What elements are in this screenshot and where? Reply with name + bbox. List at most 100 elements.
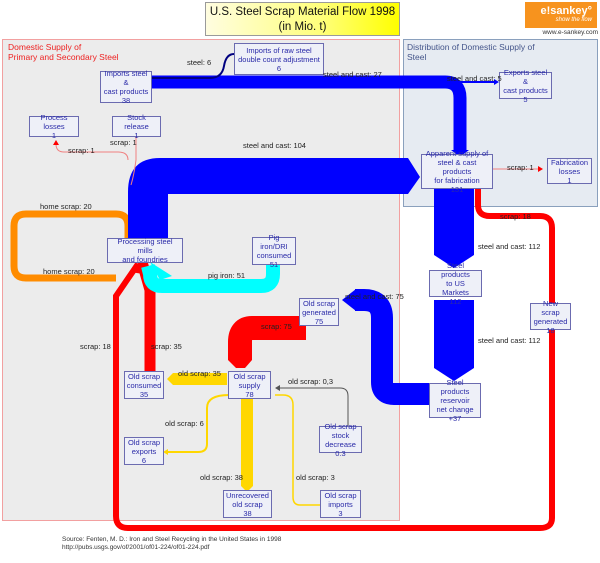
flow-label-home-scrap-bottom: home scrap: 20	[43, 267, 95, 276]
node-apparent-supply[interactable]: Apparent supply of steel & cast products…	[421, 149, 493, 194]
esankey-logo: e!sankey° show the flow	[525, 2, 597, 28]
flow-scrap-1-arrow	[53, 140, 59, 145]
flow-label-scrap-1-stock: scrap: 1	[110, 138, 137, 147]
node-label: Apparent supply of steel & cast products…	[425, 149, 489, 185]
flow-scrap-75-arrow	[228, 360, 252, 368]
node-label: Old scrap generated	[302, 298, 336, 317]
flow-old-scrap-0-3	[279, 387, 349, 426]
logo-brand: e!sankey°	[540, 5, 593, 17]
node-value: +37	[448, 414, 462, 423]
flow-steel-cast-112-a	[434, 188, 474, 268]
node-label: Exports steel & cast products	[503, 67, 548, 95]
flow-new-scrap-loop	[113, 175, 555, 531]
source-text: Source: Fenten, M. D.: Iron and Steel Re…	[62, 536, 282, 543]
node-value: 1	[51, 131, 57, 140]
node-label: Steel products to US Markets	[441, 261, 470, 297]
node-old-scrap-stock[interactable]: Old scrap stock decrease 0.3	[319, 422, 362, 458]
node-reservoir[interactable]: Steel products reservoir net change +37	[429, 378, 481, 423]
logo-url: www.e-sankey.com	[542, 29, 598, 36]
flow-steel-cast-27	[150, 75, 467, 150]
flow-label-scrap-18: scrap: 18	[80, 342, 111, 351]
node-label: Old scrap consumed	[126, 371, 162, 390]
node-old-scrap-supply[interactable]: Old scrap supply 78	[228, 371, 271, 399]
node-value: 5	[523, 94, 528, 104]
flow-old-scrap-0-3-arrow	[275, 385, 280, 391]
flow-scrap-to-process-losses	[55, 143, 129, 161]
node-label: Processing steel mills and foundries	[117, 237, 173, 264]
flow-label-old-scrap-35: old scrap: 35	[178, 369, 221, 378]
node-exports-steel[interactable]: Exports steel & cast products 5	[499, 68, 552, 104]
flow-label-scrap-35: scrap: 35	[151, 342, 182, 351]
node-new-scrap-generated[interactable]: New scrap generated 18	[530, 299, 571, 335]
node-label: New scrap generated	[533, 298, 568, 326]
node-steel-us-markets[interactable]: Steel products to US Markets 112	[429, 261, 482, 306]
node-old-scrap-imports[interactable]: Old scrap imports 3	[320, 490, 361, 518]
flow-label-old-scrap-38: old scrap: 38	[200, 473, 243, 482]
node-label: Imports of raw steel double count adjust…	[238, 45, 320, 64]
flow-label-scrap-75: scrap: 75	[261, 322, 292, 331]
node-label: Pig iron/DRI consumed	[256, 233, 292, 260]
node-value: 112	[449, 297, 462, 306]
node-imports-steel[interactable]: Imports steel & cast products 38	[100, 69, 152, 105]
flow-label-pig-iron: pig iron: 51	[208, 271, 246, 280]
flow-pig-iron-arrow	[150, 262, 172, 280]
node-value: 51	[269, 260, 279, 269]
logo-tagline: show the flow	[555, 17, 592, 23]
flow-label-steel-cast-5: steel and cast: 5	[447, 74, 502, 83]
flow-old-scrap-35	[167, 373, 227, 385]
node-fabrication-losses[interactable]: Fabrication losses 1	[547, 158, 592, 185]
diagram-title: U.S. Steel Scrap Material Flow 1998 (in …	[205, 2, 400, 36]
node-old-scrap-generated[interactable]: Old scrap generated 75	[299, 298, 339, 326]
flow-label-scrap-1-losses: scrap: 1	[68, 146, 95, 155]
node-imports-raw-steel[interactable]: Imports of raw steel double count adjust…	[234, 43, 324, 75]
flow-steel-arrowhead	[451, 150, 469, 157]
flow-scrap-75	[228, 316, 306, 360]
flow-steel-cast-75-arrow	[342, 289, 356, 311]
flow-label-steel-cast-75: steel and cast: 75	[345, 292, 404, 301]
node-value: 38	[121, 96, 131, 105]
node-process-losses[interactable]: Process losses 1	[29, 113, 79, 140]
node-value: 35	[139, 389, 149, 399]
node-label: Old scrap exports	[127, 437, 161, 456]
flow-label-old-scrap-6: old scrap: 6	[165, 419, 204, 428]
node-value: 0.3	[335, 448, 346, 458]
flow-steel-cast-5-arrow	[494, 79, 499, 85]
node-label: Steel products reservoir net change	[436, 378, 474, 414]
flow-steel-cast-75	[355, 289, 430, 405]
node-value: 3	[338, 508, 343, 518]
flow-old-scrap-6-arrow	[163, 449, 168, 455]
node-value: 1	[134, 131, 139, 140]
node-label: Old scrap supply	[233, 371, 266, 390]
node-label: Stock release	[124, 113, 149, 131]
node-old-scrap-consumed[interactable]: Old scrap consumed 35	[124, 371, 164, 399]
flow-fabrication-scrap-arrow	[538, 166, 543, 172]
flow-steel-cast-112-b	[434, 300, 474, 381]
node-stock-release[interactable]: Stock release 1	[112, 113, 161, 140]
flow-label-home-scrap-top: home scrap: 20	[40, 202, 92, 211]
region-label-distribution: Distribution of Domestic Supply of Steel	[407, 42, 535, 62]
node-value: 6	[276, 63, 282, 73]
region-label-domestic-supply: Domestic Supply of Primary and Secondary…	[8, 42, 119, 62]
flow-home-scrap-loop	[10, 210, 132, 282]
flow-steel-6	[150, 53, 235, 79]
flow-label-steel-cast-27: steel and cast: 27	[323, 70, 382, 79]
node-label: Unrecovered old scrap	[226, 490, 269, 509]
node-label: Old scrap imports	[324, 490, 357, 509]
node-processing[interactable]: Processing steel mills and foundries	[107, 237, 183, 264]
node-old-scrap-exports[interactable]: Old scrap exports 6	[124, 437, 164, 465]
node-label: Old scrap stock decrease	[324, 421, 357, 449]
source-url[interactable]: http://pubs.usgs.gov/of/2001/of01-224/of…	[62, 544, 210, 551]
node-unrecovered[interactable]: Unrecovered old scrap 38	[223, 490, 272, 518]
flow-label-fabrication-scrap: scrap: 1	[507, 163, 534, 172]
flow-label-scrap-18-new: scrap: 18	[500, 212, 531, 221]
node-value: 78	[245, 389, 254, 399]
node-pig-iron[interactable]: Pig iron/DRI consumed 51	[252, 233, 296, 269]
flow-pig-iron	[141, 256, 280, 293]
flow-old-scrap-6	[168, 394, 230, 453]
flow-old-scrap-38	[241, 398, 253, 492]
flow-label-steel-cast-112-top: steel and cast: 112	[478, 242, 541, 251]
node-value: 131	[450, 185, 464, 194]
node-label: Process losses	[40, 113, 68, 131]
